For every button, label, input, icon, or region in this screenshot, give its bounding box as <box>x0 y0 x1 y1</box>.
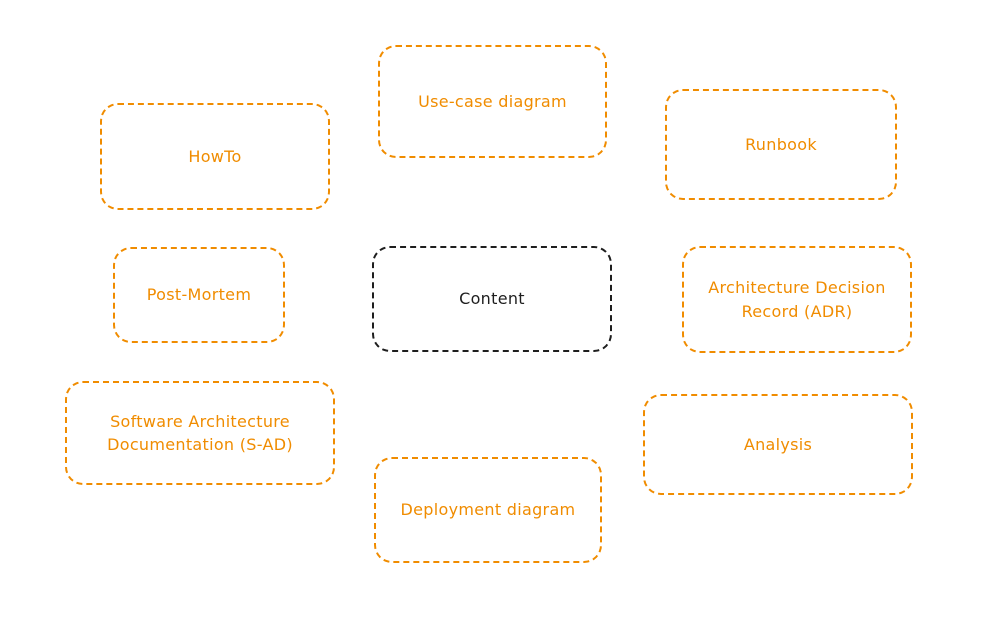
node-howto-label: HowTo <box>188 146 242 166</box>
node-use-case-diagram-label: Use-case diagram <box>418 91 567 111</box>
node-deployment-diagram[interactable]: Deployment diagram <box>374 457 602 563</box>
node-use-case-diagram[interactable]: Use-case diagram <box>378 45 607 158</box>
node-content[interactable]: Content <box>372 246 612 352</box>
node-runbook-label: Runbook <box>745 134 817 154</box>
node-architecture-decision-record[interactable]: Architecture Decision Record (ADR) <box>682 246 912 353</box>
node-deployment-diagram-label: Deployment diagram <box>400 500 576 520</box>
node-architecture-decision-record-label: Architecture Decision Record (ADR) <box>708 278 886 321</box>
node-analysis-label: Analysis <box>743 434 813 454</box>
node-post-mortem-label: Post-Mortem <box>146 285 252 305</box>
node-runbook[interactable]: Runbook <box>665 89 897 200</box>
node-analysis[interactable]: Analysis <box>643 394 913 495</box>
node-post-mortem[interactable]: Post-Mortem <box>113 247 285 343</box>
node-software-architecture-documentation-label: Software Architecture Documentation (S-A… <box>107 411 293 454</box>
node-software-architecture-documentation[interactable]: Software Architecture Documentation (S-A… <box>65 381 335 485</box>
node-content-label: Content <box>459 289 525 309</box>
node-howto[interactable]: HowTo <box>100 103 330 210</box>
